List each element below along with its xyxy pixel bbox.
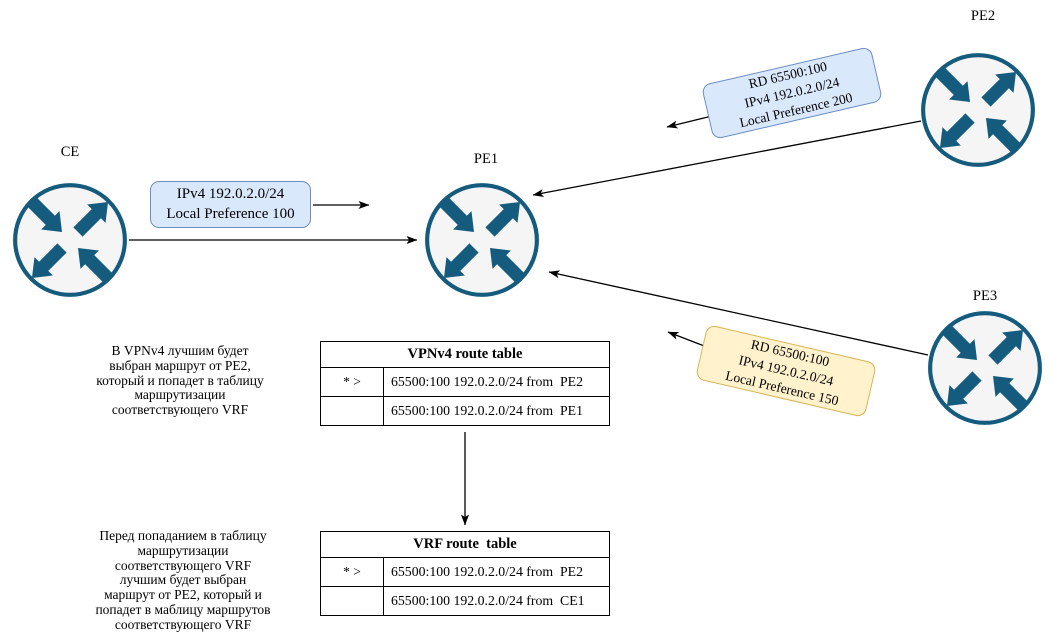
vrf-route-table: VRF route table * > 65500:100 192.0.2.0/… [320, 531, 610, 616]
table-row: * > 65500:100 192.0.2.0/24 from PE2 [321, 558, 609, 586]
route-flag-cell [321, 587, 384, 615]
router-label-pe2: PE2 [970, 8, 996, 24]
route-cell: 65500:100 192.0.2.0/24 from PE2 [391, 374, 584, 389]
vpnv4-note: В VPNv4 лучшим будет выбран маршрут от P… [96, 343, 264, 418]
vpnv4-route-table: VPNv4 route table * > 65500:100 192.0.2.… [320, 341, 610, 426]
table-row: 65500:100 192.0.2.0/24 from CE1 [321, 586, 609, 615]
router-node-ce [11, 181, 129, 299]
table-title: VRF route table [321, 532, 609, 558]
route-label-line: Local Preference 100 [166, 205, 295, 222]
route-flag-cell: * > [321, 558, 384, 586]
router-icon [13, 183, 127, 297]
arrow-pe2-to-pe1 [532, 120, 922, 197]
router-node-pe3 [926, 309, 1044, 427]
router-label-pe3: PE3 [972, 288, 998, 304]
table-row: * > 65500:100 192.0.2.0/24 from PE2 [321, 368, 609, 396]
arrow-pe3-to-pe1 [548, 270, 929, 356]
table-title: VPNv4 route table [321, 342, 609, 368]
arrow-pe2-label [666, 115, 713, 129]
route-flag-cell [321, 397, 384, 425]
router-node-pe2 [919, 51, 1037, 169]
router-icon [425, 183, 539, 297]
route-label-line: IPv4 192.0.2.0/24 [176, 185, 285, 202]
vrf-note: Перед попаданием в таблицу маршрутизации… [95, 528, 271, 632]
router-icon [928, 311, 1042, 425]
route-cell: 65500:100 192.0.2.0/24 from CE1 [391, 593, 585, 608]
route-flag-cell: * > [321, 368, 384, 396]
route-label-ce-to-pe1: IPv4 192.0.2.0/24 Local Preference 100 [150, 181, 311, 228]
table-row: 65500:100 192.0.2.0/24 from PE1 [321, 396, 609, 425]
route-cell: 65500:100 192.0.2.0/24 from PE2 [391, 564, 584, 579]
router-icon [921, 53, 1035, 167]
router-label-ce: CE [60, 144, 80, 160]
route-cell: 65500:100 192.0.2.0/24 from PE1 [391, 403, 584, 418]
router-label-pe1: PE1 [473, 151, 499, 167]
router-node-pe1 [423, 181, 541, 299]
